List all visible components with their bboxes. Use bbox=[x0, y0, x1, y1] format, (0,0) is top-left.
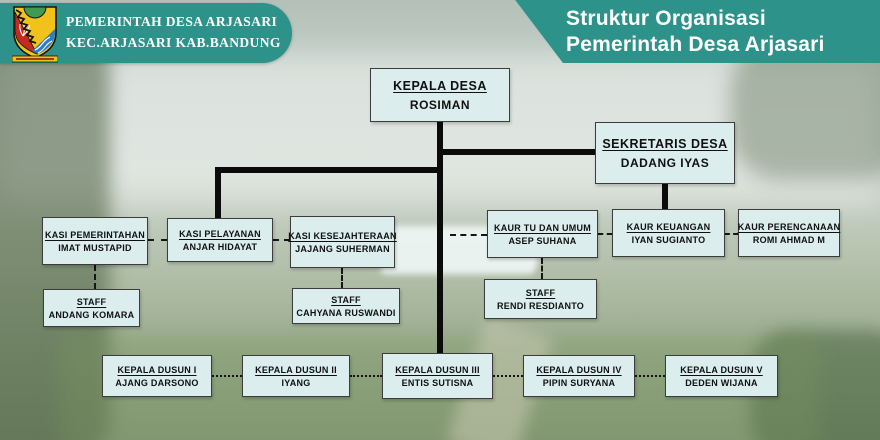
person-name: ENTIS SUTISNA bbox=[401, 377, 474, 388]
position-title: KAUR PERENCANAAN bbox=[737, 221, 841, 232]
org-box-kasi-pemerintahan: KASI PEMERINTAHAN IMAT MUSTAPID bbox=[42, 217, 148, 265]
connector-dashed-kasi1-staff1 bbox=[94, 265, 96, 289]
person-name: IMAT MUSTAPID bbox=[58, 242, 132, 253]
person-name: IYANG bbox=[281, 377, 311, 388]
person-name: CAHYANA RUSWANDI bbox=[296, 307, 396, 318]
connector-dotted-dusun3-dusun4 bbox=[493, 375, 523, 377]
person-name: PIPIN SURYANA bbox=[542, 377, 616, 388]
person-name: ANJAR HIDAYAT bbox=[182, 241, 258, 252]
connector-dotted-dusun1-dusun2 bbox=[212, 375, 242, 377]
connector-dashed-kaur2-kaur3 bbox=[725, 233, 738, 235]
connector-dashed-kasi1-kasi2 bbox=[148, 239, 167, 241]
page-title-line2: Pemerintah Desa Arjasari bbox=[566, 32, 825, 56]
position-title: KAUR KEUANGAN bbox=[626, 221, 711, 232]
person-name: ROMI AHMAD M bbox=[752, 234, 826, 245]
position-title: KASI PELAYANAN bbox=[179, 228, 261, 239]
org-box-kaur-tu-dan-umum: KAUR TU DAN UMUM ASEP SUHANA bbox=[487, 210, 598, 258]
person-name: AJANG DARSONO bbox=[115, 377, 199, 388]
person-name: DEDEN WIJANA bbox=[685, 377, 758, 388]
org-box-kaur-perencanaan: KAUR PERENCANAAN ROMI AHMAD M bbox=[738, 209, 840, 257]
position-title: KEPALA DUSUN I bbox=[117, 364, 197, 375]
person-name: JAJANG SUHERMAN bbox=[295, 243, 390, 254]
person-name: IYAN SUGIANTO bbox=[631, 234, 706, 245]
connector-trunk-vertical bbox=[437, 122, 443, 355]
connector-dotted-dusun4-dusun5 bbox=[635, 375, 665, 377]
org-box-staff-rendi: STAFF RENDI RESDIANTO bbox=[484, 279, 597, 319]
position-title: KEPALA DUSUN III bbox=[395, 364, 480, 375]
page-title-line1: Struktur Organisasi bbox=[566, 6, 766, 30]
org-box-staff-cahyana: STAFF CAHYANA RUSWANDI bbox=[292, 288, 400, 324]
org-box-dusun-2: KEPALA DUSUN II IYANG bbox=[242, 355, 350, 397]
position-title: KASI KESEJAHTERAAN bbox=[288, 230, 397, 241]
position-title: STAFF bbox=[76, 296, 107, 307]
village-name: PEMERINTAH DESA ARJASARI KEC.ARJASARI KA… bbox=[66, 12, 281, 54]
org-box-kasi-pelayanan: KASI PELAYANAN ANJAR HIDAYAT bbox=[167, 218, 273, 262]
connector-dashed-kaur1-staff3 bbox=[541, 258, 543, 279]
connector-left-branch-vertical bbox=[215, 167, 221, 218]
person-name: ROSIMAN bbox=[409, 97, 471, 112]
connector-dashed-kaur1-kaur2 bbox=[598, 233, 612, 235]
org-box-dusun-1: KEPALA DUSUN I AJANG DARSONO bbox=[102, 355, 212, 397]
connector-sekretaris-to-kaur bbox=[662, 184, 668, 210]
village-name-line2: KEC.ARJASARI KAB.BANDUNG bbox=[66, 35, 281, 50]
header-village-pill: PEMERINTAH DESA ARJASARI KEC.ARJASARI KA… bbox=[0, 3, 292, 63]
connector-left-branch-horizontal bbox=[215, 167, 443, 173]
position-title: STAFF bbox=[525, 287, 556, 298]
person-name: ANDANG KOMARA bbox=[48, 309, 135, 320]
org-box-dusun-5: KEPALA DUSUN V DEDEN WIJANA bbox=[665, 355, 778, 397]
person-name: RENDI RESDIANTO bbox=[496, 300, 585, 311]
position-title: KASI PEMERINTAHAN bbox=[44, 229, 146, 240]
position-title: KEPALA DUSUN II bbox=[255, 364, 337, 375]
person-name: DADANG IYAS bbox=[620, 155, 710, 170]
position-title: SEKRETARIS DESA bbox=[602, 136, 728, 151]
org-box-kepala-desa: KEPALA DESA ROSIMAN bbox=[370, 68, 510, 122]
connector-dashed-kasi2-kasi3 bbox=[273, 239, 290, 241]
village-name-line1: PEMERINTAH DESA ARJASARI bbox=[66, 14, 278, 30]
connector-dashed-kasi3-staff2 bbox=[341, 268, 343, 288]
connector-to-sekretaris bbox=[437, 149, 595, 155]
connector-dotted-dusun2-dusun3 bbox=[350, 375, 382, 377]
position-title: KEPALA DESA bbox=[393, 78, 487, 93]
org-box-dusun-4: KEPALA DUSUN IV PIPIN SURYANA bbox=[523, 355, 635, 397]
org-box-staff-andang: STAFF ANDANG KOMARA bbox=[43, 289, 140, 327]
org-box-sekretaris-desa: SEKRETARIS DESA DADANG IYAS bbox=[595, 122, 735, 184]
org-box-dusun-3: KEPALA DUSUN III ENTIS SUTISNA bbox=[382, 353, 493, 399]
title-banner: Struktur Organisasi Pemerintah Desa Arja… bbox=[515, 0, 880, 63]
position-title: STAFF bbox=[331, 294, 361, 305]
org-box-kaur-keuangan: KAUR KEUANGAN IYAN SUGIANTO bbox=[612, 209, 725, 257]
position-title: KEPALA DUSUN IV bbox=[536, 364, 622, 375]
org-box-kasi-kesejahteraan: KASI KESEJAHTERAAN JAJANG SUHERMAN bbox=[288, 216, 397, 268]
kabupaten-bandung-crest-icon bbox=[11, 5, 59, 63]
position-title: KEPALA DUSUN V bbox=[680, 364, 763, 375]
person-name: ASEP SUHANA bbox=[508, 235, 577, 246]
position-title: KAUR TU DAN UMUM bbox=[494, 222, 591, 233]
connector-dashed-trunk-kaur1 bbox=[450, 234, 487, 236]
